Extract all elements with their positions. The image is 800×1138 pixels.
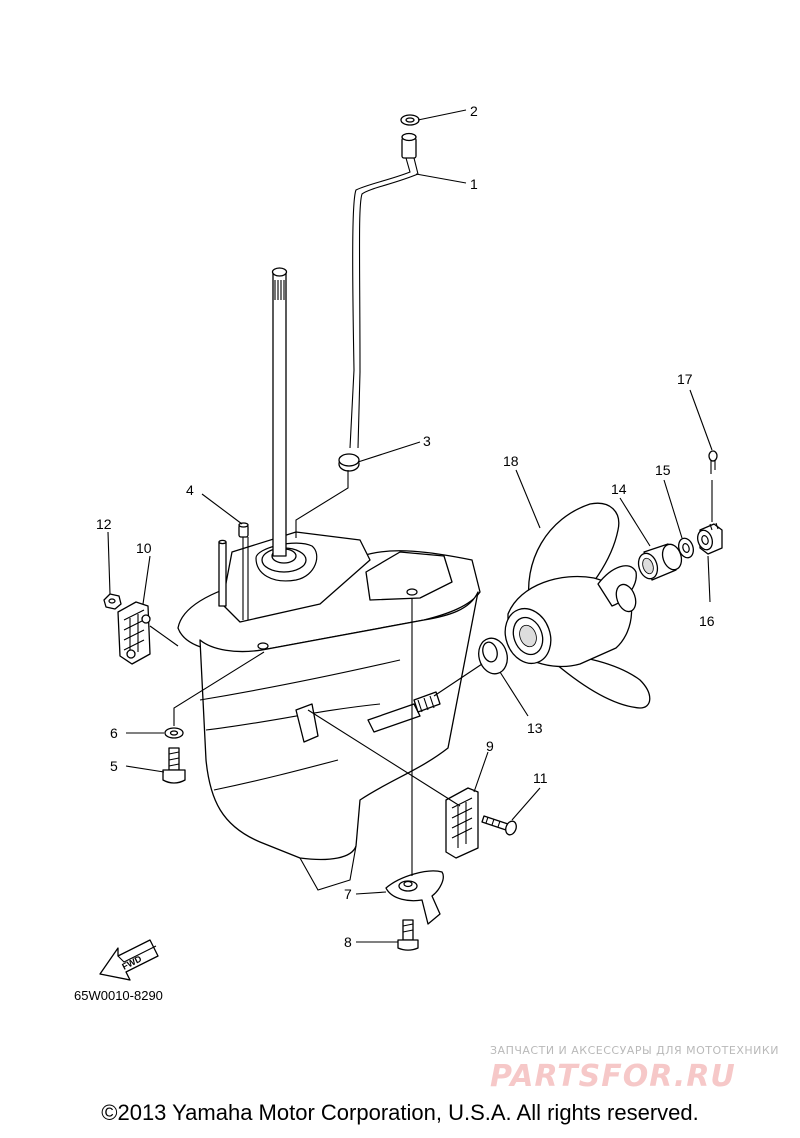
cotter-pin-17 (708, 450, 718, 474)
label-part-4: 4 (186, 482, 194, 498)
dowel-pin (238, 522, 249, 538)
label-part-18: 18 (503, 453, 519, 469)
copyright-notice: ©2013 Yamaha Motor Corporation, U.S.A. A… (101, 1100, 699, 1125)
bolt-8 (397, 919, 419, 951)
label-part-16: 16 (699, 613, 715, 629)
grommet (400, 114, 420, 126)
label-part-15: 15 (655, 462, 671, 478)
water-inlet-cover-9 (445, 787, 479, 859)
thrust-washer-13 (478, 637, 508, 675)
watermark-logo-text: PARTSFOR.RU (490, 1059, 736, 1092)
label-part-9: 9 (486, 738, 494, 754)
part-labels: 2 1 3 4 12 10 6 5 9 11 13 7 8 18 14 15 1… (96, 103, 715, 950)
label-part-3: 3 (423, 433, 431, 449)
label-part-13: 13 (527, 720, 543, 736)
water-tube-seal (338, 453, 360, 472)
label-part-11: 11 (533, 770, 548, 786)
drive-shaft (271, 267, 288, 557)
label-part-14: 14 (611, 481, 627, 497)
drawing-code: 65W0010-8290 (74, 988, 163, 1003)
leader-lines (107, 109, 713, 943)
nut-12 (103, 593, 122, 610)
water-tube (349, 132, 419, 449)
washer-6 (164, 727, 184, 739)
castle-nut-16 (697, 522, 723, 555)
spacer-14 (637, 543, 683, 581)
screw-11 (481, 815, 517, 836)
bolt-5 (162, 747, 186, 784)
label-part-5: 5 (110, 758, 118, 774)
propeller (504, 502, 651, 709)
label-part-12: 12 (96, 516, 112, 532)
trim-tab (385, 870, 444, 925)
water-inlet-cover-10 (117, 601, 151, 665)
watermark-logo: PARTSFOR.RU (490, 1059, 736, 1092)
label-part-6: 6 (110, 725, 118, 741)
label-part-8: 8 (344, 934, 352, 950)
label-part-10: 10 (136, 540, 152, 556)
watermark-caption: ЗАПЧАСТИ И АКСЕССУАРЫ ДЛЯ МОТОТЕХНИКИ (490, 1044, 779, 1057)
shift-rod (218, 537, 249, 620)
fwd-arrow-icon: FWD (99, 939, 159, 981)
label-part-17: 17 (677, 371, 693, 387)
label-part-1: 1 (470, 176, 478, 192)
label-part-7: 7 (344, 886, 352, 902)
washer-15 (678, 537, 694, 559)
label-part-2: 2 (470, 103, 478, 119)
